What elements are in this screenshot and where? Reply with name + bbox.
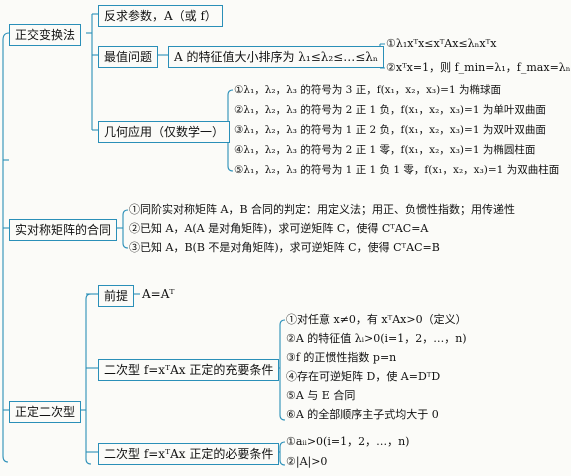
inverse-param-text: 反求参数，A（或 f） [104,9,217,23]
sufficient-condition-box: 二次型 f=xᵀAx 正定的充要条件 [98,359,280,381]
congruence-title: 实对称矩阵的合同 [15,223,112,237]
sufficient-condition-title: 二次型 f=xᵀAx 正定的充要条件 [104,363,274,377]
sufficient-item-4: ④存在可逆矩阵 D，使 A=DᵀD [286,370,441,383]
max-value-item-2: ②xᵀx=1，则 f_min=λ₁，f_max=λₙ [386,61,571,74]
necessary-condition-box: 二次型 f=xᵀAx 正定的必要条件 [98,443,280,465]
sufficient-item-2: ②A 的特征值 λᵢ>0(i=1，2，…，n) [286,332,467,345]
geometry-item-2: ②λ₁，λ₂，λ₃ 的符号为 2 正 1 负，f(x₁，x₂，x₃)=1 为单叶… [234,104,546,116]
orthogonal-transform-title: 正交变换法 [15,28,76,42]
geometry-title: 几何应用（仅数学一） [104,125,225,139]
premise-box: 前提 [98,285,135,307]
eigen-order-box: A 的特征值大小排序为 λ₁≤λ₂≤…≤λₙ [168,46,385,68]
necessary-item-2: ②|A|>0 [286,455,328,468]
positive-definite-title: 正定二次型 [15,405,76,419]
max-value-item-1: ①λ₁xᵀx≤xᵀAx≤λₙxᵀx [386,37,497,50]
max-value-title: 最值问题 [104,50,153,64]
congruence-item-1: ①同阶实对称矩阵 A，B 合同的判定：用定义法；用正、负惯性指数；用传递性 [129,203,516,216]
sufficient-item-5: ⑤A 与 E 合同 [286,389,356,402]
necessary-item-1: ①aᵢᵢ>0(i=1，2，…，n) [286,435,410,448]
sufficient-item-6: ⑥A 的全部顺序主子式均大于 0 [286,408,439,421]
geometry-item-4: ④λ₁，λ₂，λ₃ 的符号为 2 正 1 零，f(x₁，x₂，x₃)=1 为椭圆… [234,144,536,156]
geometry-item-3: ③λ₁，λ₂，λ₃ 的符号为 1 正 2 负，f(x₁，x₂，x₃)=1 为双叶… [234,124,546,136]
sufficient-item-3: ③f 的正惯性指数 p=n [286,351,397,364]
geometry-item-1: ①λ₁，λ₂，λ₃ 的符号为 3 正，f(x₁，x₂，x₃)=1 为椭球面 [234,84,501,96]
positive-definite-box: 正定二次型 [9,401,82,423]
premise-title: 前提 [104,289,129,303]
sufficient-item-1: ①对任意 x≠0，有 xᵀAx>0（定义） [286,313,467,326]
max-value-box: 最值问题 [98,46,159,68]
geometry-box: 几何应用（仅数学一） [98,121,231,143]
orthogonal-transform-box: 正交变换法 [9,24,82,46]
congruence-item-3: ③已知 A，B(B 不是对角矩阵)，求可逆矩阵 C，使得 CᵀAC=B [129,241,440,254]
congruence-item-2: ②已知 A，A(A 是对角矩阵)，求可逆矩阵 C，使得 CᵀAC=A [129,222,429,235]
inverse-param-box: 反求参数，A（或 f） [98,5,223,27]
geometry-item-5: ⑤λ₁，λ₂，λ₃ 的符号为 1 正 1 负 1 零，f(x₁，x₂，x₃)=1… [234,164,560,176]
congruence-box: 实对称矩阵的合同 [9,219,118,241]
premise-statement: A=Aᵀ [142,287,175,301]
eigen-order-text: A 的特征值大小排序为 λ₁≤λ₂≤…≤λₙ [174,50,379,64]
necessary-condition-title: 二次型 f=xᵀAx 正定的必要条件 [104,447,274,461]
